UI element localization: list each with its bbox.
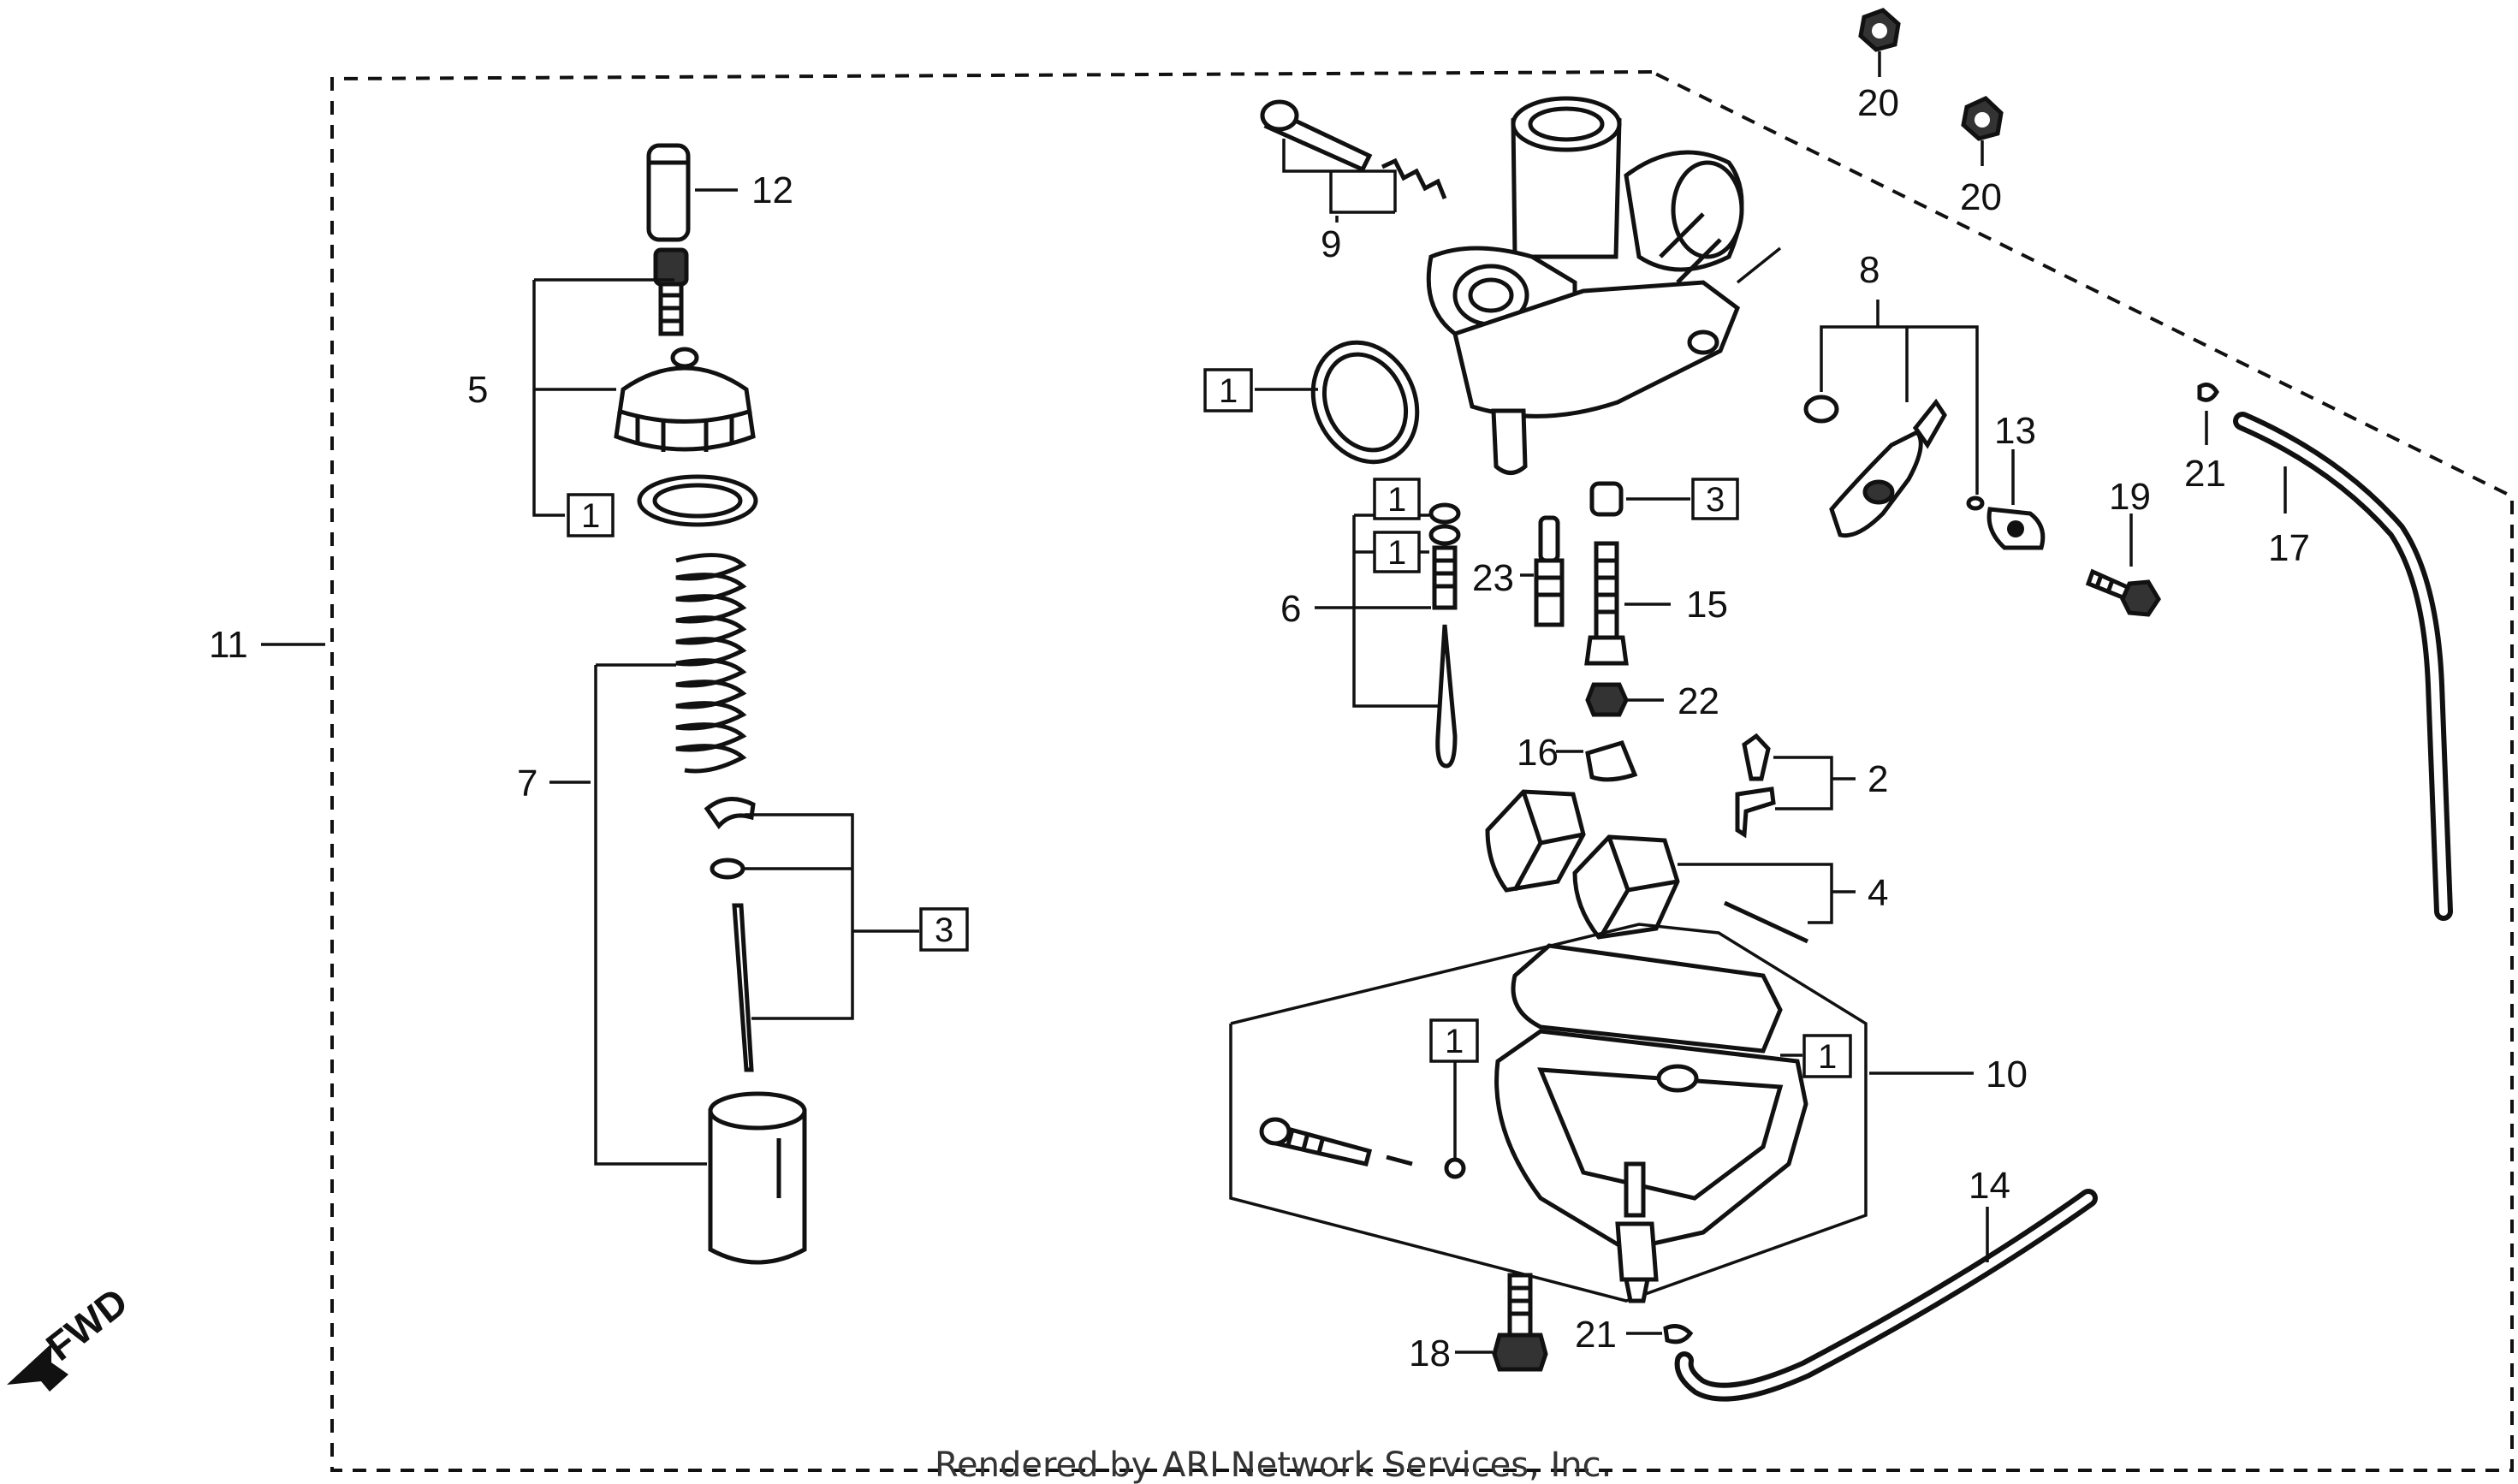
body-o-ring: 1	[1203, 340, 1420, 465]
label-1-jet-b: 1	[1387, 534, 1406, 572]
label-13: 13	[1994, 410, 2036, 452]
label-21-lower: 21	[1575, 1314, 1617, 1356]
label-14: 14	[1969, 1165, 2010, 1207]
label-1-chamber-gasket: 1	[1818, 1038, 1837, 1076]
label-3-needle-jet: 3	[1706, 481, 1725, 519]
label-1-top-gasket: 1	[581, 497, 600, 535]
label-17: 17	[2268, 527, 2310, 569]
part-19-bolt: 19	[2085, 476, 2161, 617]
label-21-upper: 21	[2184, 453, 2226, 495]
part-12-cable-adjuster: 12	[646, 143, 793, 242]
label-15: 15	[1686, 584, 1728, 626]
label-22: 22	[1678, 680, 1719, 722]
label-10: 10	[1986, 1054, 2028, 1095]
fwd-label: FWD	[38, 1279, 136, 1368]
part-11-assembly: 11	[209, 624, 325, 666]
label-6: 6	[1280, 588, 1301, 630]
footer-credit: Rendered by ARI Network Services, Inc.	[935, 1445, 1612, 1484]
part-5-carburetor-top: 5	[467, 278, 756, 517]
part-7-slide-spring: 7	[517, 553, 747, 1166]
part-6-jets: 1 1 6	[1280, 478, 1461, 769]
part-16-jet-holder: 16	[1517, 732, 1638, 782]
top-screw	[653, 247, 689, 336]
label-12: 12	[751, 169, 793, 211]
part-23-pilot-jet: 23	[1472, 515, 1565, 627]
part-8-lever-kit: 8	[1803, 249, 1985, 538]
part-4-float: 4	[1485, 789, 1888, 944]
part-18-drain-bolt: 18	[1409, 1273, 1548, 1374]
part-14-drain-hose: 14	[1674, 1165, 2098, 1402]
label-3-needle: 3	[935, 911, 953, 949]
label-2: 2	[1868, 758, 1888, 800]
top-gasket: 1	[567, 474, 758, 537]
part-21-clip-upper: 21	[2184, 383, 2226, 495]
carburetor-body	[1426, 96, 1782, 475]
part-20-nut-lower: 20	[1960, 96, 2004, 218]
assembly-outline	[330, 70, 2514, 1472]
throttle-slide	[708, 1091, 807, 1265]
label-4: 4	[1868, 872, 1888, 914]
slide-assembly-group: 12 5 1	[209, 143, 969, 1265]
label-16: 16	[1517, 732, 1559, 774]
label-20-upper: 20	[1857, 82, 1899, 124]
label-11: 11	[209, 624, 248, 666]
label-5: 5	[467, 369, 488, 411]
label-8: 8	[1859, 249, 1880, 291]
label-23: 23	[1472, 557, 1514, 599]
part-22-main-jet: 22	[1585, 680, 1719, 722]
label-18: 18	[1409, 1333, 1451, 1374]
part-21-clip-lower: 21	[1575, 1314, 1694, 1356]
label-20-lower: 20	[1960, 176, 2002, 218]
fwd-arrow-icon: FWD	[7, 1279, 136, 1392]
label-1-o-ring: 1	[1219, 372, 1238, 410]
label-1-jet-a: 1	[1387, 481, 1406, 519]
part-10-float-chamber: 1 1 10	[1229, 923, 2028, 1303]
part-15-needle-jet: 3 15	[1584, 478, 1739, 666]
label-1-drain-oring: 1	[1445, 1023, 1464, 1060]
label-19: 19	[2109, 476, 2151, 518]
carburetor-body-group: 9 1	[1203, 96, 1782, 475]
label-9: 9	[1321, 223, 1341, 265]
part-13-clamp: 13	[1986, 410, 2046, 550]
part-9-throttle-stop-screw: 9	[1260, 99, 1447, 265]
part-3-jet-needle-set: 3	[704, 797, 969, 1072]
part-20-nut-upper: 20	[1857, 8, 1901, 124]
part-17-vent-hose: 17	[2233, 412, 2453, 921]
part-2-float-valve: 2	[1735, 733, 1888, 839]
label-7: 7	[517, 763, 537, 804]
